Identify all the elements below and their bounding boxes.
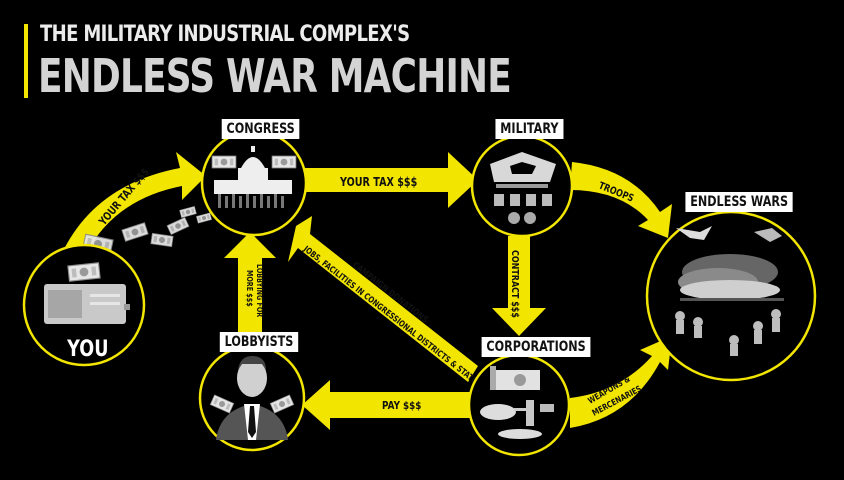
label-military: MILITARY: [495, 119, 564, 139]
title-main: ENDLESS WAR MACHINE: [38, 49, 512, 103]
arrow-military-to-wars: TROOPS: [570, 162, 672, 238]
arrow-corporations-to-congress: CAMPAIGN DONATIONS JOBS, FACILITIES IN C…: [288, 216, 483, 389]
businessman-icon: [209, 356, 295, 440]
arrow-congress-to-military: YOUR TAX $$$: [300, 152, 478, 208]
node-lobbyists: [198, 344, 306, 452]
arrow-corporations-to-lobbyists: PAY $$$: [302, 380, 476, 430]
title-subtitle: THE MILITARY INDUSTRIAL COMPLEX'S: [40, 22, 410, 47]
label-lobbyists: LOBBYISTS: [219, 332, 299, 352]
node-military: [470, 134, 574, 238]
label-you: YOU: [67, 337, 109, 362]
arrow-label-contract: CONTRACT $$$: [509, 250, 520, 318]
arrow-label-more: MORE $$$: [245, 270, 255, 307]
title-accent-bar: [24, 24, 28, 98]
arrow-label-jobs: JOBS, FACILITIES IN CONGRESSIONAL DISTRI…: [301, 243, 483, 388]
arrow-military-to-corporations: CONTRACT $$$: [492, 236, 546, 336]
wallet-icon: [44, 262, 130, 324]
node-endless-wars: [645, 210, 817, 382]
arrow-lobbyists-to-congress: LOBBYING FOR MORE $$$: [224, 232, 276, 332]
weapons-money-icon: [480, 366, 554, 439]
pentagon-icon: [490, 152, 556, 224]
arrow-label-pay: PAY $$$: [382, 400, 421, 412]
capitol-building-icon: [211, 146, 297, 208]
label-endless-wars: ENDLESS WARS: [685, 192, 793, 212]
label-corporations: CORPORATIONS: [481, 337, 591, 357]
battle-scene-icon: [675, 226, 784, 356]
label-congress: CONGRESS: [221, 119, 300, 139]
arrow-label-lobbying: LOBBYING FOR: [255, 264, 265, 318]
node-corporations: [467, 353, 571, 457]
node-you: [22, 243, 146, 367]
node-congress: [200, 129, 308, 237]
arrow-label-congress-tax: YOUR TAX $$$: [339, 175, 417, 189]
